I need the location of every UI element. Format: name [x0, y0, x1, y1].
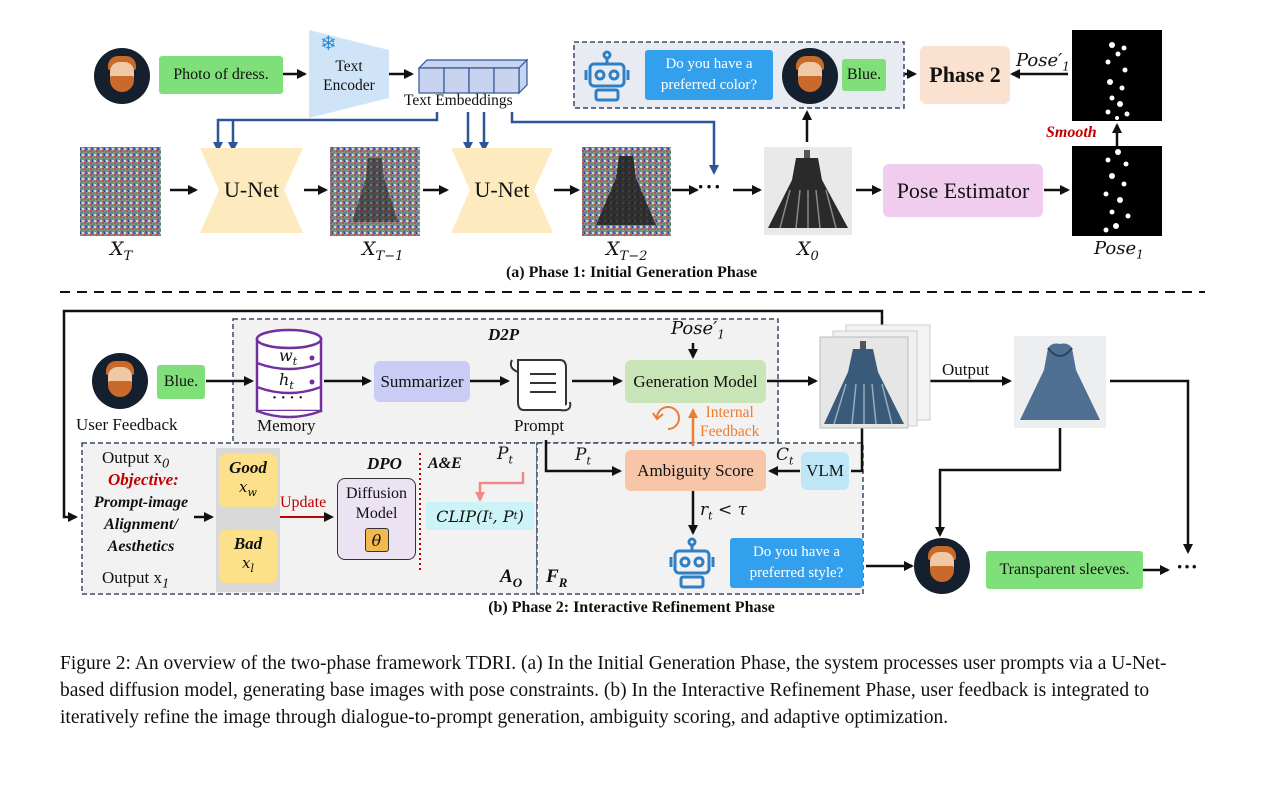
- noise-image-xT: [80, 147, 161, 236]
- pt-label-clip: Pt: [497, 444, 513, 467]
- label-xT-2: XT−2: [606, 238, 648, 264]
- smooth-label: Smooth: [1046, 124, 1097, 141]
- ct-label: Ct: [776, 445, 794, 468]
- output-x0-label: Output x0: [102, 448, 170, 471]
- ae-label: A&E: [428, 455, 462, 472]
- robot-icon-2: [667, 537, 717, 589]
- dress-silhouette-xT2: [596, 156, 656, 225]
- user-answer-sleeves: Transparent sleeves.: [986, 551, 1143, 589]
- summarizer-box: Summarizer: [374, 361, 470, 402]
- label-pose1-prime-bottom: Pose′1: [671, 318, 725, 342]
- good-label: Good: [229, 458, 267, 477]
- user-prompt-bubble: Photo of dress.: [159, 56, 283, 94]
- dress-silhouette-xT1: [352, 158, 398, 222]
- bad-box: Bad xl: [219, 530, 277, 583]
- ambiguity-score-box: Ambiguity Score: [625, 450, 766, 491]
- dpo-label: DPO: [367, 454, 402, 473]
- user-avatar-1: [94, 48, 150, 104]
- user-feedback-label: User Feedback: [76, 415, 178, 434]
- label-xT: XT: [110, 238, 133, 264]
- user-answer-blue-1: Blue.: [842, 59, 886, 91]
- output-x1-label: Output x1: [102, 568, 170, 591]
- phase1-ellipsis: ···: [697, 174, 723, 199]
- pose-points-raw: [1103, 149, 1131, 233]
- user-answer-blue-2: Blue.: [157, 365, 205, 399]
- output-dress-shape: [1020, 343, 1100, 420]
- refresh-icon: [652, 406, 680, 430]
- memory-wt: wt: [279, 346, 298, 369]
- phase1-flow-arrows: [170, 69, 1122, 195]
- update-label: Update: [280, 494, 327, 511]
- diffusion-model-label: Diffusion Model: [345, 485, 408, 522]
- robot-question-style: Do you have a preferred style?: [730, 538, 863, 588]
- dress-x0-shape: [768, 150, 848, 229]
- phase1-title: (a) Phase 1: Initial Generation Phase: [505, 264, 758, 281]
- prompt-scroll-icon: [509, 359, 572, 412]
- pt-to-clip-arrow: [475, 472, 525, 502]
- fr-label: FR: [546, 566, 568, 590]
- pt-label-ambiguity: Pt: [575, 445, 591, 468]
- unet-1-label: U-Net: [224, 177, 279, 202]
- unet-1-shape: [200, 148, 303, 233]
- user-avatar-2: [782, 48, 838, 104]
- bad-label: Bad: [233, 534, 263, 553]
- user-avatar-3: [92, 353, 148, 409]
- pose-estimator-box: Pose Estimator: [883, 164, 1043, 217]
- phase2-box: Phase 2: [920, 46, 1010, 104]
- text-embeddings-label: Text Embeddings: [404, 92, 513, 109]
- theta-param: θ: [364, 528, 389, 552]
- memory-dots: [309, 355, 315, 385]
- ao-label: AO: [500, 566, 523, 590]
- embedding-blocks: [417, 58, 529, 95]
- phase2-flow-arrows: [62, 309, 1193, 575]
- unet-2-label: U-Net: [474, 177, 530, 202]
- vlm-box: VLM: [801, 452, 849, 490]
- label-pose1-prime-top: Pose′1: [1016, 50, 1070, 74]
- pose-image-smoothed: [1072, 30, 1162, 121]
- good-box: Good xw: [219, 454, 277, 507]
- diffusion-model-box: Diffusion Model θ: [337, 478, 416, 560]
- unet-2-shape: [451, 148, 553, 233]
- pose-image-raw: [1072, 146, 1162, 236]
- phase2-ellipsis: ···: [1176, 554, 1199, 579]
- generation-model-box: Generation Model: [625, 360, 766, 403]
- generated-dress-shape: [824, 341, 904, 425]
- user-avatar-4: [914, 538, 970, 594]
- robot-question-color: Do you have a preferred color?: [645, 50, 773, 100]
- objective-label: Objective:: [108, 470, 179, 489]
- bad-xl: xl: [242, 554, 254, 575]
- label-x0: X0: [797, 238, 819, 264]
- label-xT-1: XT−1: [362, 238, 404, 264]
- embedding-arrows: [213, 112, 719, 175]
- figure-caption: Figure 2: An overview of the two-phase f…: [60, 653, 1167, 728]
- phase2-title: (b) Phase 2: Interactive Refinement Phas…: [488, 599, 775, 616]
- text-encoder-shape: [309, 30, 389, 118]
- memory-ht: ht: [279, 370, 294, 393]
- memory-ellipsis: · · · ·: [272, 390, 304, 406]
- good-xw: xw: [239, 478, 257, 499]
- condition-label: rt < τ: [700, 500, 748, 523]
- robot-icon-1: [582, 50, 632, 102]
- snowflake-icon: ❄: [320, 33, 337, 55]
- prompt-label: Prompt: [514, 416, 565, 435]
- memory-label: Memory: [257, 416, 316, 435]
- objective-text: Prompt-image Alignment/ Aesthetics: [93, 494, 189, 555]
- d2p-label: D2P: [488, 325, 520, 344]
- text-encoder-label: Text Encoder: [323, 58, 375, 94]
- memory-database-icon: [255, 328, 323, 419]
- pose-points-smoothed: [1105, 42, 1130, 120]
- label-pose1: Pose1: [1094, 238, 1144, 262]
- output-label: Output: [942, 360, 990, 379]
- internal-feedback-label: Internal Feedback: [700, 404, 760, 440]
